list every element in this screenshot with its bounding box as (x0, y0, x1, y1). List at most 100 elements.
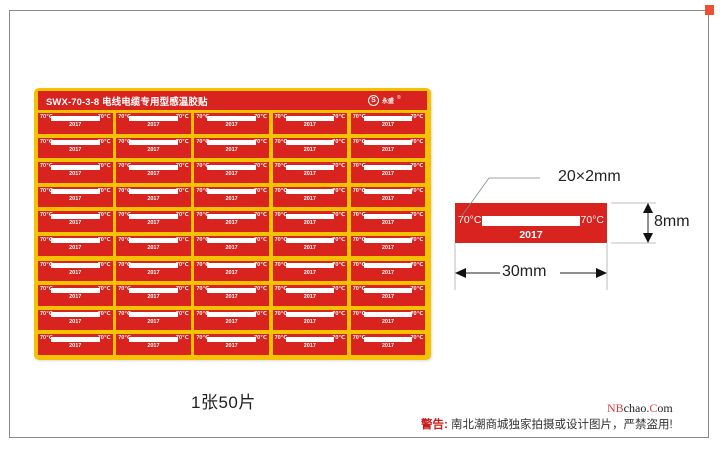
indicator-window (363, 263, 413, 269)
temp-left: 70℃ (118, 114, 131, 120)
temp-right: 70℃ (175, 236, 189, 243)
temp-right: 70℃ (254, 335, 267, 342)
temp-left: 70℃ (118, 187, 131, 194)
indicator-window (363, 164, 413, 170)
label-year: 2017 (303, 146, 316, 153)
temp-left: 70℃ (118, 163, 131, 170)
temp-left: 70℃ (196, 138, 210, 145)
indicator-window (363, 213, 413, 219)
warning-label: 警告: (421, 419, 448, 431)
temp-left: 70℃ (352, 335, 366, 342)
temp-right: 70℃ (332, 163, 346, 170)
label-year: 2017 (381, 244, 395, 251)
temp-right: 70℃ (332, 212, 346, 219)
indicator-window (51, 115, 100, 121)
label-year: 2017 (147, 269, 160, 276)
label-detail: 70°C 70°C 2017 (455, 203, 607, 243)
temp-left: 70℃ (40, 187, 53, 194)
indicator-window (129, 189, 178, 195)
temp-left: 70℃ (118, 236, 131, 243)
temp-left: 70℃ (196, 163, 210, 170)
indicator-window (207, 140, 256, 146)
site-watermark: NBchao.Com (607, 401, 673, 415)
temp-left: 70℃ (196, 212, 210, 219)
temp-left: 70℃ (196, 114, 210, 120)
label-year: 2017 (69, 244, 82, 251)
temp-right: 70℃ (97, 310, 111, 317)
temp-left: 70℃ (40, 138, 53, 145)
temp-right: 70℃ (254, 286, 267, 293)
label-year: 2017 (303, 318, 316, 325)
indicator-window (51, 287, 100, 293)
temp-right: 70℃ (97, 163, 111, 170)
label-year: 2017 (225, 318, 238, 325)
indicator-window (285, 263, 335, 269)
temp-left: 70℃ (352, 212, 366, 219)
temp-right: 70℃ (332, 236, 346, 243)
indicator-window (129, 312, 178, 318)
indicator-window (363, 115, 413, 121)
temp-right: 70℃ (175, 261, 189, 268)
label-year: 2017 (381, 171, 395, 178)
temp-right: 70℃ (332, 138, 346, 145)
temp-right: 70℃ (97, 286, 111, 293)
temp-left: 70℃ (196, 187, 210, 194)
indicator-window (207, 213, 256, 219)
temp-right: 70℃ (175, 212, 189, 219)
label-year: 2017 (225, 195, 238, 202)
label-year: 2017 (381, 269, 395, 276)
temp-right: 70℃ (332, 335, 346, 342)
brand-circle-icon: S (368, 95, 379, 106)
temp-left: 70℃ (40, 114, 53, 120)
label-year: 2017 (303, 294, 316, 301)
temp-right: 70℃ (410, 335, 424, 342)
indicator-window (207, 189, 256, 195)
temp-right: 70℃ (97, 138, 111, 145)
temp-left: 70℃ (196, 335, 210, 342)
temp-left: 70℃ (118, 310, 131, 317)
label-year: 2017 (303, 220, 316, 227)
label-year: 2017 (225, 146, 238, 153)
temp-right: 70℃ (175, 138, 189, 145)
label-year: 2017 (303, 171, 316, 178)
indicator-window (51, 213, 100, 219)
label-year: 2017 (225, 122, 238, 128)
sticker-label: 70℃ 70℃ 2017 (194, 137, 269, 159)
indicator-window (207, 263, 256, 269)
temp-right: 70℃ (97, 114, 111, 120)
temp-right: 70°C (580, 214, 604, 226)
indicator-window (129, 238, 178, 244)
temp-right: 70℃ (254, 310, 267, 317)
label-year: 2017 (147, 318, 160, 325)
temp-right: 70℃ (254, 138, 267, 145)
temp-left: 70℃ (40, 236, 53, 243)
height-dimension: 8mm (654, 213, 690, 230)
temp-right: 70℃ (97, 236, 111, 243)
indicator-window (285, 287, 335, 293)
label-year: 2017 (303, 195, 316, 202)
temp-right: 70℃ (175, 286, 189, 293)
temp-right: 70℃ (254, 114, 267, 120)
temp-right: 70℃ (410, 236, 424, 243)
label-year: 2017 (381, 195, 395, 202)
label-year: 2017 (147, 171, 160, 178)
